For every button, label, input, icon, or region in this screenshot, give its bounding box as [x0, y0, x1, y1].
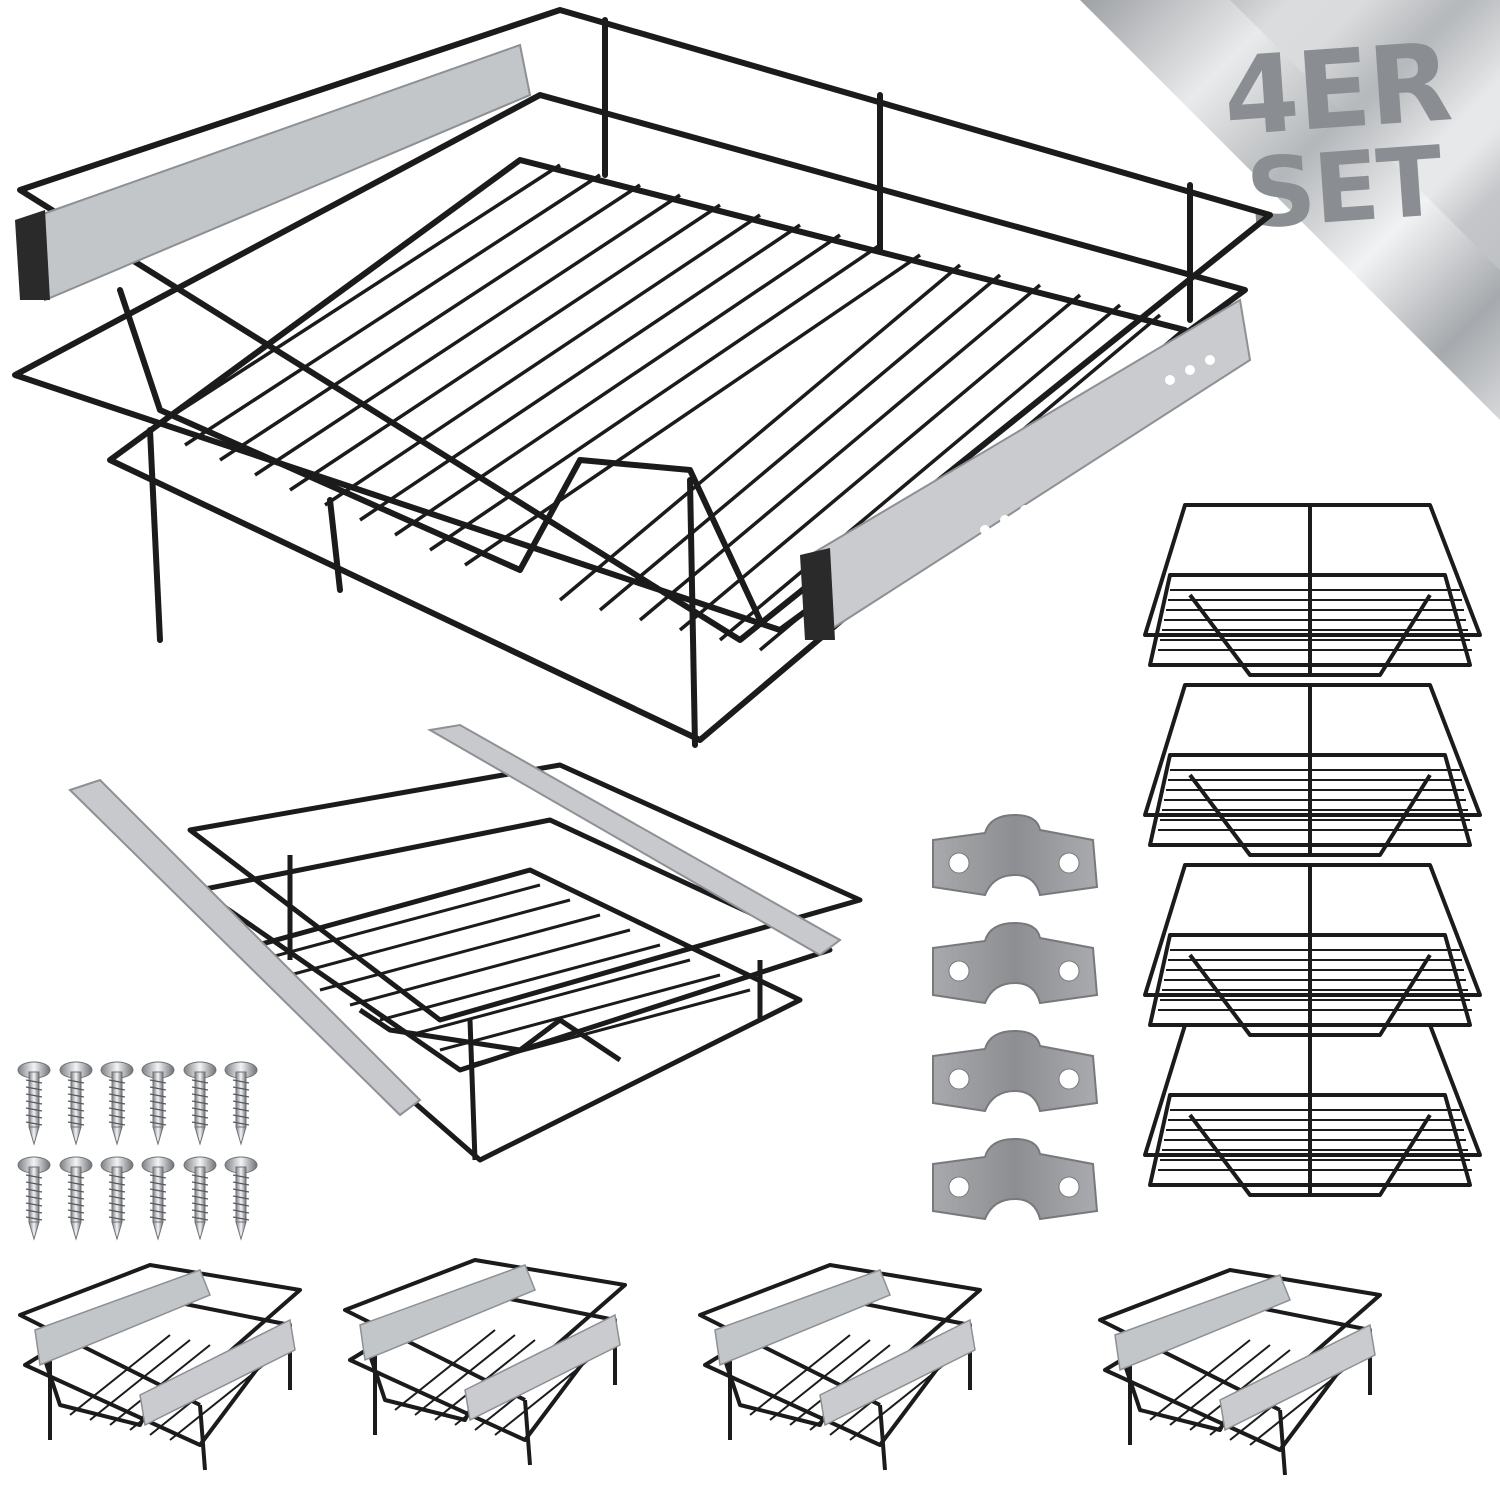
screw-icon — [17, 1156, 51, 1240]
basket-variant-3 — [698, 1263, 982, 1472]
screws-set — [17, 1061, 258, 1240]
extended-rail-right — [427, 723, 842, 957]
mounting-brackets — [932, 814, 1098, 1220]
screw-icon — [59, 1156, 93, 1240]
screw-icon — [141, 1061, 175, 1145]
bracket-icon — [932, 1030, 1098, 1112]
extended-basket-image — [68, 723, 863, 1163]
basket-variant-1 — [18, 1263, 302, 1472]
extended-rail-left — [68, 778, 422, 1117]
main-basket-image — [12, 7, 1273, 748]
screw-icon — [224, 1156, 258, 1240]
screw-icon — [224, 1061, 258, 1145]
drawer-rail-front — [800, 298, 1252, 640]
screw-icon — [100, 1156, 134, 1240]
screw-icon — [141, 1156, 175, 1240]
basket-variants-row — [18, 1258, 1382, 1477]
bracket-icon — [932, 1138, 1098, 1220]
basket-variant-2 — [343, 1258, 627, 1467]
bracket-icon — [932, 814, 1098, 896]
stacked-baskets — [1143, 503, 1482, 1197]
screw-icon — [100, 1061, 134, 1145]
screw-icon — [17, 1061, 51, 1145]
drawer-rail-back — [15, 43, 532, 302]
screw-icon — [59, 1061, 93, 1145]
screw-icon — [183, 1156, 217, 1240]
screw-icon — [183, 1061, 217, 1145]
basket-variant-4 — [1098, 1268, 1382, 1477]
bracket-icon — [932, 922, 1098, 1004]
